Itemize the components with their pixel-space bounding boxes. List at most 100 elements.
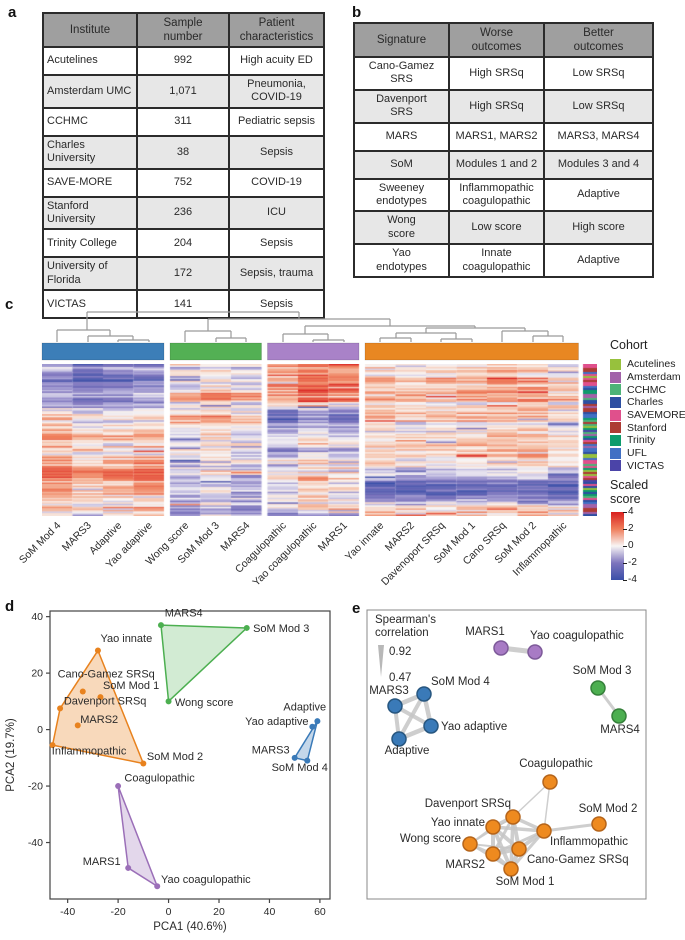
legend-min-value: 0.47 — [389, 672, 411, 684]
pca-point-label: Yao adaptive — [245, 716, 308, 728]
network-node-mars4 — [611, 708, 627, 724]
panel-label-b: b — [352, 4, 362, 21]
cluster-hull-green — [160, 624, 248, 703]
heatmap-column-label: MARS4 — [218, 520, 252, 554]
pca-point-som4 — [304, 757, 311, 764]
table-cell: Acutelines — [42, 46, 138, 77]
cohort-legend-item: CCHMC — [610, 383, 685, 396]
table-header-row: Signature Worse outcomes Better outcomes — [353, 21, 654, 59]
panel-label-e: e — [352, 600, 361, 617]
cohort-legend-item: Trinity — [610, 434, 685, 447]
col-header-better-outcomes: Better outcomes — [543, 21, 654, 59]
x-axis-title: PCA1 (40.6%) — [153, 921, 227, 933]
table-cell: Davenport SRS — [353, 88, 450, 124]
col-header-patient-characteristics: Patient characteristics — [228, 11, 325, 49]
network-node-coag — [542, 774, 558, 790]
cohort-legend-item: UFL — [610, 447, 685, 460]
col-header-signature: Signature — [353, 21, 450, 59]
table-cell: Cano-Gamez SRS — [353, 56, 450, 91]
table-cell: Pediatric sepsis — [228, 106, 325, 137]
col-header-sample-number: Sample number — [136, 11, 230, 49]
colorbar-gradient — [611, 512, 624, 580]
legend-title-line1: Spearman's — [375, 614, 436, 626]
x-axis-tick-label: 0 — [166, 906, 172, 918]
y-axis-tick-label: 20 — [31, 668, 43, 680]
pca-point-som3 — [243, 624, 250, 631]
table-cell: 311 — [136, 106, 230, 137]
pca-point-som1 — [97, 694, 104, 701]
network-edge — [543, 781, 551, 832]
cohort-legend-item: VICTAS — [610, 460, 685, 473]
y-axis-title: PCA2 (19.7%) — [5, 718, 17, 792]
cohort-legend-label: UFL — [627, 447, 647, 460]
network-edge — [491, 825, 546, 833]
pca-point-som2 — [140, 760, 147, 767]
network-node-mars3 — [387, 698, 403, 714]
cohort-legend-label: Stanford — [627, 421, 667, 434]
network-node-davenport — [505, 809, 521, 825]
colorbar-tick-mark — [623, 562, 627, 564]
network-node-som4 — [416, 686, 432, 702]
table-cell: Low SRSq — [543, 88, 654, 124]
table-cell: 752 — [136, 167, 230, 198]
cohort-legend-item: Amsterdam — [610, 371, 685, 384]
pca-point-label: SoM Mod 1 — [103, 680, 159, 692]
panel-label-d: d — [5, 598, 15, 615]
table-cell: Sepsis — [228, 134, 325, 170]
table-cell: University of Florida — [42, 256, 138, 292]
cohort-legend-label: CCHMC — [627, 383, 667, 396]
pca-point-coagulopathic — [115, 783, 122, 790]
table-cell: Sweeney endotypes — [353, 177, 450, 213]
plot-frame — [49, 610, 331, 900]
network-node-label: Inflammopathic — [550, 836, 628, 848]
pca-point-label: Yao innate — [100, 633, 152, 645]
heatmap-column-label: Inflammopathic — [511, 520, 570, 579]
table-cell: High score — [543, 210, 654, 246]
network-node-label: Cano-Gamez SRSq — [527, 854, 629, 866]
network-node-label: Coagulopathic — [519, 758, 593, 770]
pca-point-label: SoM Mod 3 — [253, 623, 309, 635]
table-cell: Trinity College — [42, 228, 138, 259]
table-cell: 204 — [136, 228, 230, 259]
panel-label-a: a — [8, 4, 17, 21]
cohort-legend-label: Charles — [627, 396, 664, 409]
cohort-color-swatch — [610, 434, 621, 446]
table-cell: SAVE-MORE — [42, 167, 138, 198]
col-header-institute: Institute — [42, 11, 138, 49]
cohort-legend-label: Acutelines — [627, 358, 676, 371]
legend-title-line2: correlation — [375, 627, 429, 639]
y-axis-tick-label: -20 — [28, 781, 43, 793]
table-cell: 236 — [136, 195, 230, 231]
x-axis-tick-label: 20 — [213, 906, 225, 918]
y-axis-tick-label: -40 — [28, 837, 43, 849]
network-node-wong — [462, 836, 478, 852]
network-node-mars2 — [485, 846, 501, 862]
table-cell: Sepsis — [228, 228, 325, 259]
cohort-color-swatch — [610, 384, 621, 396]
network-node-label: Yao coagulopathic — [530, 630, 624, 642]
network-node-label: Adaptive — [385, 745, 430, 757]
heatmap-column-label: MARS1 — [316, 520, 350, 554]
table-cell: MARS — [353, 121, 450, 152]
table-cell: Sepsis, trauma — [228, 256, 325, 292]
network-node-yao_adaptive — [423, 718, 439, 734]
pca-point-label: MARS2 — [80, 714, 118, 726]
x-axis-tick-label: -20 — [111, 906, 126, 918]
network-node-label: Davenport SRSq — [425, 798, 511, 810]
cohort-color-swatch — [610, 409, 621, 421]
network-node-som3 — [590, 680, 606, 696]
network-node-label: MARS1 — [465, 626, 505, 638]
cohort-legend-item: SAVEMORE — [610, 409, 685, 422]
